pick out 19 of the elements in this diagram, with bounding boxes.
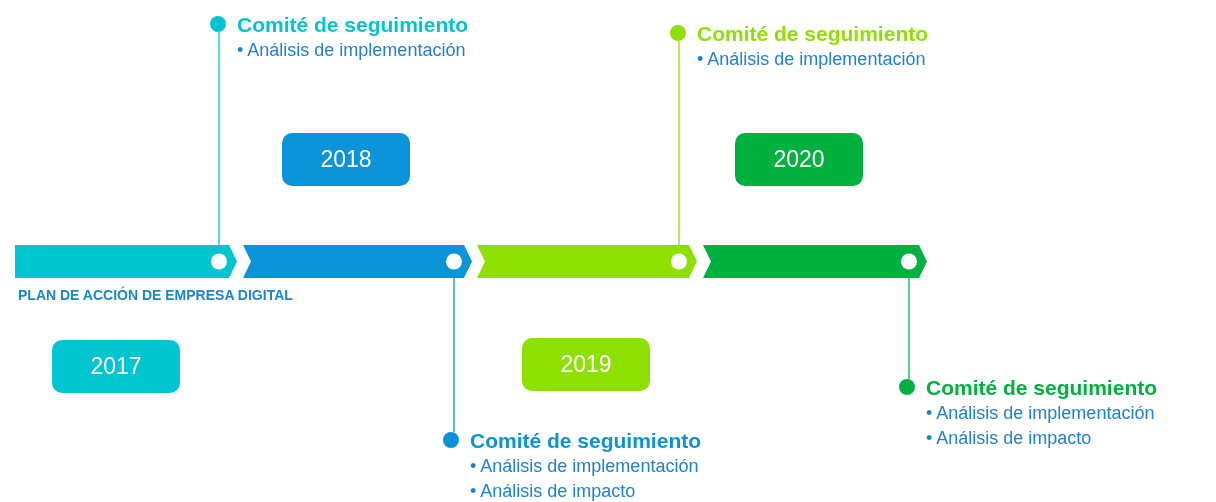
year-tag: 2017: [52, 340, 180, 393]
leader-line: [453, 277, 455, 433]
bullet-item: • Análisis de impacto: [470, 480, 637, 502]
callout-heading: Comité de seguimiento: [237, 12, 469, 38]
callout-heading: Comité de seguimiento: [926, 375, 1158, 401]
year-tag: 2019: [522, 338, 650, 391]
bullet-item: • Análisis de implementación: [926, 402, 1156, 425]
callout-heading: Comité de seguimiento: [470, 428, 702, 454]
leader-line: [678, 40, 680, 246]
callout-heading: Comité de seguimiento: [697, 21, 929, 47]
timeline-caption: PLAN DE ACCIÓN DE EMPRESA DIGITAL: [18, 287, 293, 303]
bullet-item: • Análisis de implementación: [697, 48, 927, 71]
year-tag: 2018: [282, 133, 410, 186]
leader-line: [908, 277, 910, 380]
bullet-item: • Análisis de implementación: [237, 39, 467, 62]
bullet-item: • Análisis de impacto: [926, 427, 1093, 450]
leader-line: [218, 31, 220, 246]
bullet-item: • Análisis de implementación: [470, 455, 700, 478]
year-tag: 2020: [735, 133, 863, 186]
